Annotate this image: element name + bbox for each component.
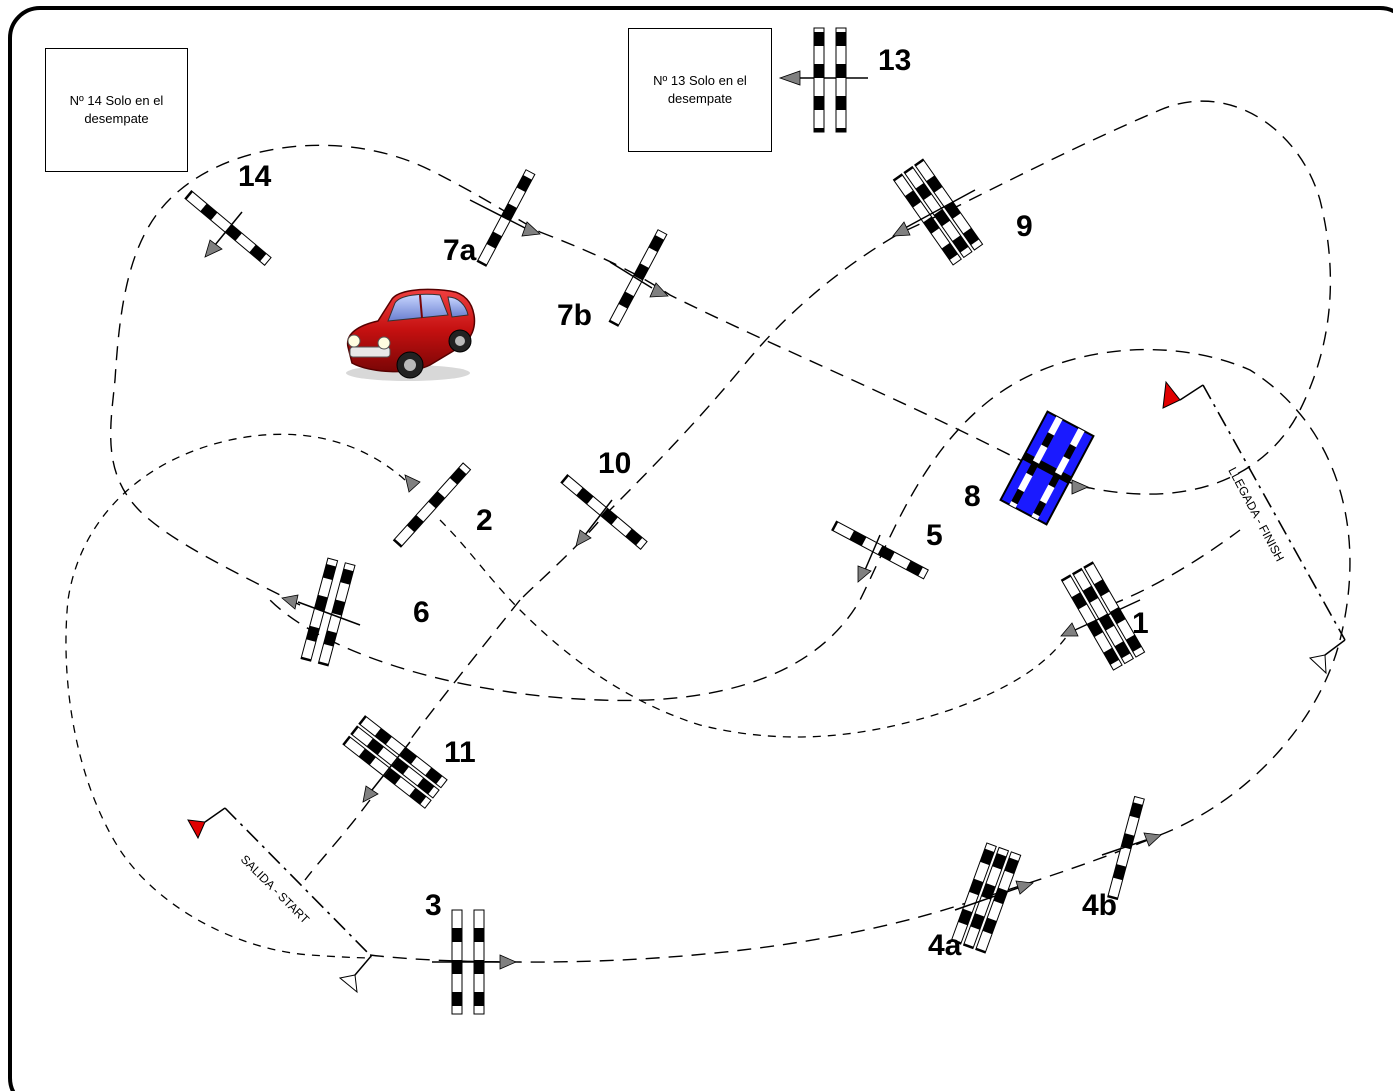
note-box-13: Nº 13 Solo en el desempate (628, 28, 772, 152)
label-13: 13 (878, 44, 911, 77)
finish-line: LLEGADA - FINISH (1162, 380, 1346, 675)
red-flag-icon (187, 807, 226, 840)
label-6: 6 (413, 596, 430, 629)
obstacle-5[interactable] (831, 520, 929, 580)
obstacle-6[interactable] (300, 557, 356, 667)
course-route (65, 70, 1351, 963)
label-1: 1 (1132, 607, 1149, 640)
obstacle-2[interactable] (392, 462, 472, 548)
note-box-14: Nº 14 Solo en el desempate (45, 48, 188, 172)
label-4b: 4b (1082, 889, 1117, 922)
label-4a: 4a (928, 929, 962, 962)
obstacle-7b[interactable] (608, 229, 668, 327)
label-2: 2 (476, 504, 493, 537)
red-flag-icon (1162, 380, 1204, 409)
label-8: 8 (964, 480, 981, 513)
label-9: 9 (1016, 210, 1033, 243)
white-flag-icon (1308, 639, 1346, 675)
start-label: SALIDA - START (238, 852, 313, 927)
label-11: 11 (444, 736, 476, 769)
label-14: 14 (238, 160, 272, 193)
obstacle-8[interactable] (999, 410, 1095, 526)
label-3: 3 (425, 889, 442, 922)
label-7a: 7a (443, 234, 477, 267)
car-icon (346, 288, 476, 381)
label-5: 5 (926, 519, 943, 552)
arena-border (8, 6, 1393, 1091)
white-flag-icon (338, 954, 373, 994)
obstacle-4b[interactable] (1107, 795, 1145, 901)
obstacle-9[interactable] (892, 158, 984, 266)
obstacle-14[interactable] (184, 190, 272, 266)
obstacle-10[interactable] (560, 474, 648, 550)
label-10: 10 (598, 447, 631, 480)
start-line: SALIDA - START (187, 807, 373, 994)
label-7b: 7b (557, 299, 592, 332)
obstacle-4a[interactable] (950, 842, 1022, 954)
obstacle-13[interactable] (813, 27, 847, 133)
